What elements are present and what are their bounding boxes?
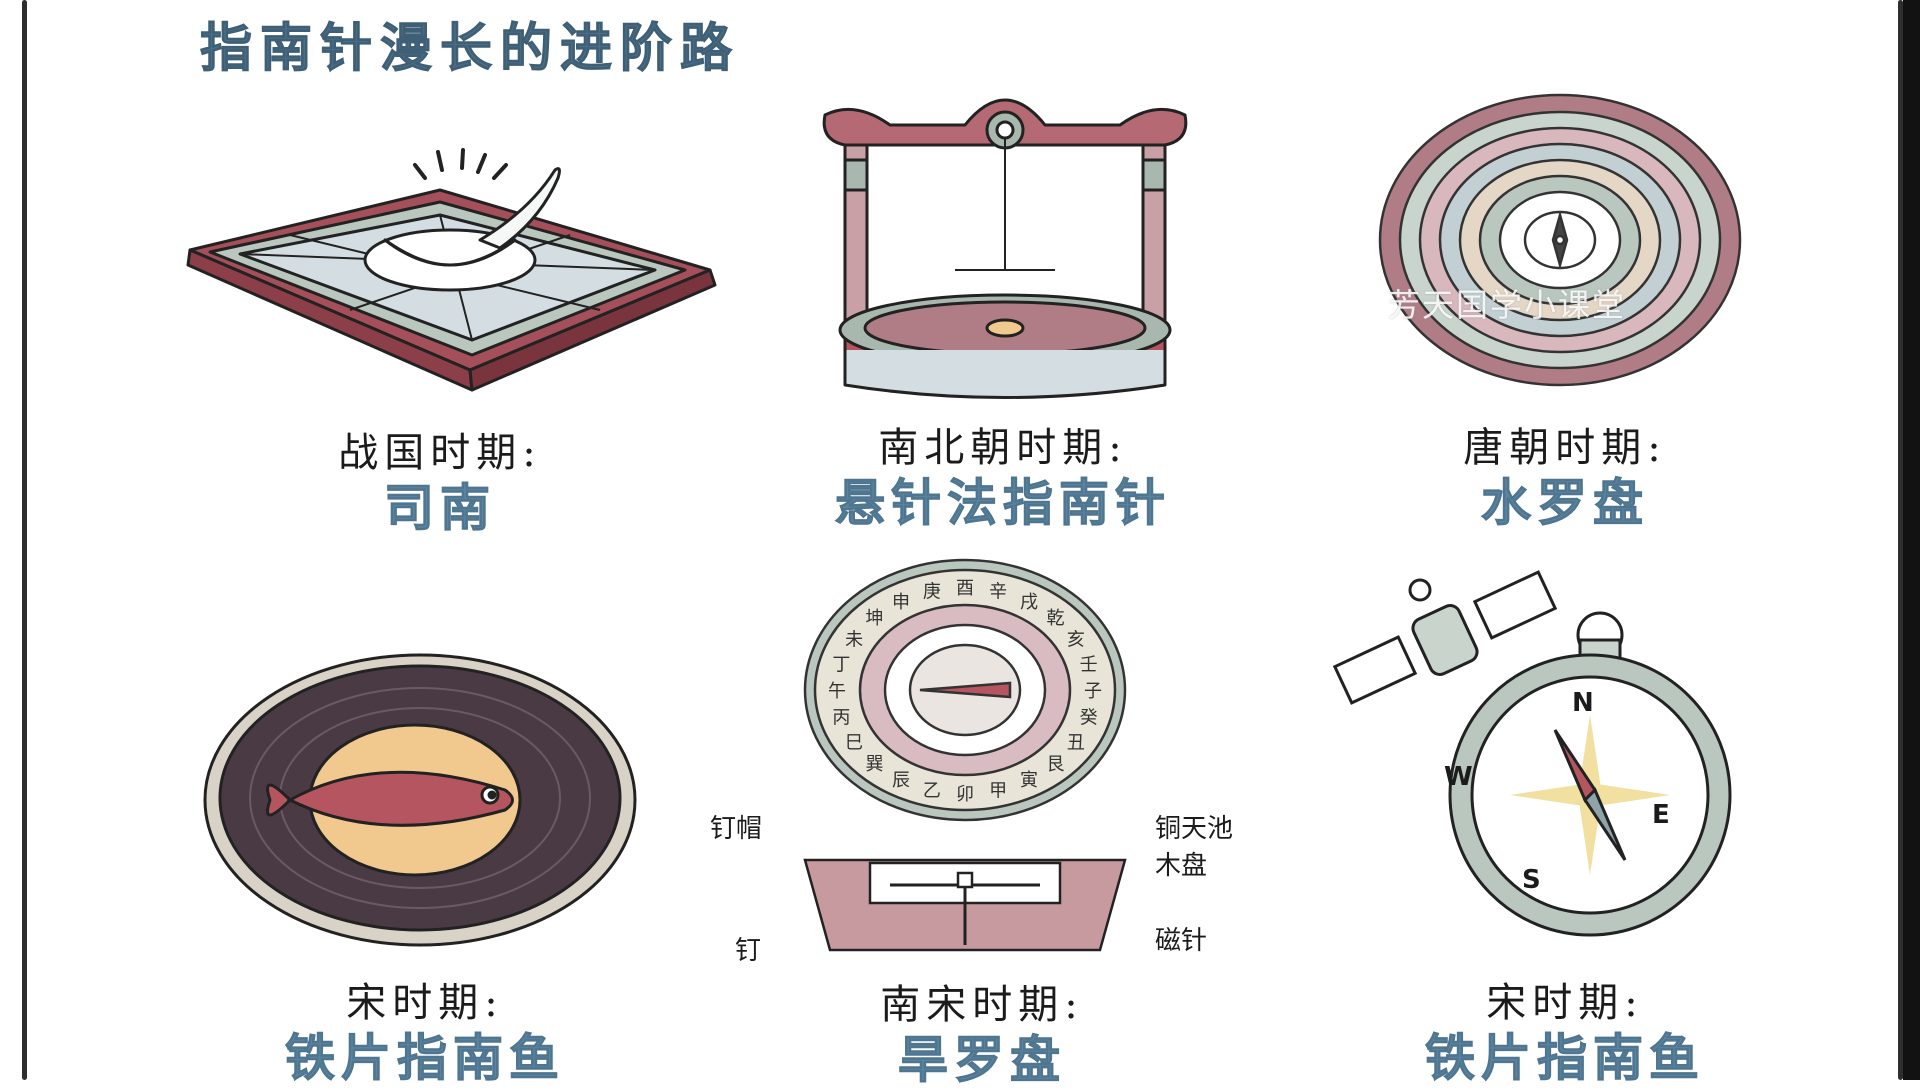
item-1-period: 战国时期: <box>338 430 542 476</box>
label-nail: 钉 <box>735 936 762 966</box>
modern-compass-icon <box>1332 570 1732 937</box>
water-compass-icon <box>1378 93 1742 387</box>
ring-char: 壬 <box>1080 654 1098 675</box>
compass-e-label: E <box>1652 800 1670 830</box>
ring-char: 寅 <box>1020 770 1038 791</box>
compass-w-label: W <box>1444 762 1473 792</box>
ring-char: 巽 <box>865 754 883 775</box>
item-4-period: 宋时期: <box>346 980 504 1026</box>
compass-n-label: N <box>1572 688 1594 718</box>
hanging-needle-compass-icon <box>822 98 1188 399</box>
left-border-line <box>22 0 27 1080</box>
label-wood-plate: 木盘 <box>1155 851 1208 881</box>
label-magnetic-needle: 磁针 <box>1155 926 1208 956</box>
ring-char: 午 <box>828 681 846 702</box>
ring-char: 未 <box>845 630 863 651</box>
item-5-name: 旱罗盘 <box>898 1031 1066 1090</box>
ring-char: 艮 <box>1047 754 1065 775</box>
ring-char: 甲 <box>989 780 1007 801</box>
ring-char: 戌 <box>1020 592 1038 613</box>
item-2-period: 南北朝时期: <box>878 425 1128 471</box>
ring-char: 申 <box>892 592 910 613</box>
item-3-period: 唐朝时期: <box>1463 425 1667 471</box>
page-title: 指南针漫长的进阶路 <box>199 19 741 80</box>
ring-char: 乙 <box>923 780 941 801</box>
ring-char: 亥 <box>1067 630 1085 651</box>
item-6-period: 宋时期: <box>1486 980 1644 1026</box>
item-4-name: 铁片指南鱼 <box>285 1029 565 1088</box>
sinan-spoon-icon <box>186 148 717 392</box>
item-5-period: 南宋时期: <box>880 982 1084 1028</box>
ring-char: 坤 <box>865 608 883 629</box>
dry-compass-cross-section <box>803 858 1127 952</box>
ring-char: 巳 <box>845 733 863 754</box>
ring-char: 辛 <box>989 582 1007 603</box>
ring-char: 辰 <box>892 770 910 791</box>
item-3-name: 水罗盘 <box>1481 474 1649 533</box>
item-1-name: 司南 <box>384 479 496 538</box>
ring-char: 丙 <box>832 708 850 729</box>
ring-char: 庚 <box>923 582 941 603</box>
watermark-text: 芳天国学小课堂 <box>1388 286 1627 324</box>
ring-char: 酉 <box>956 578 974 599</box>
label-nail-cap: 钉帽 <box>710 814 763 844</box>
dry-compass-icon <box>803 558 1127 822</box>
compass-s-label: S <box>1522 865 1541 895</box>
satellite-icon <box>1332 570 1558 705</box>
ring-char: 乾 <box>1047 608 1065 629</box>
right-dark-edge <box>1903 0 1920 1080</box>
iron-fish-bowl-icon <box>203 653 637 947</box>
dry-compass-ring-chars: 酉辛戌乾亥壬子癸丑艮寅甲卯乙辰巽巳丙午丁未坤申庚 <box>828 578 1102 805</box>
right-border-line <box>1898 0 1903 1080</box>
item-2-name: 悬针法指南针 <box>835 474 1171 533</box>
item-6-name: 铁片指南鱼 <box>1425 1029 1705 1088</box>
label-copper-pool: 铜天池 <box>1155 814 1234 844</box>
ring-char: 子 <box>1084 681 1102 702</box>
ring-char: 卯 <box>956 784 974 805</box>
ring-char: 癸 <box>1080 708 1098 729</box>
ring-char: 丑 <box>1067 733 1085 754</box>
ring-char: 丁 <box>832 654 850 675</box>
